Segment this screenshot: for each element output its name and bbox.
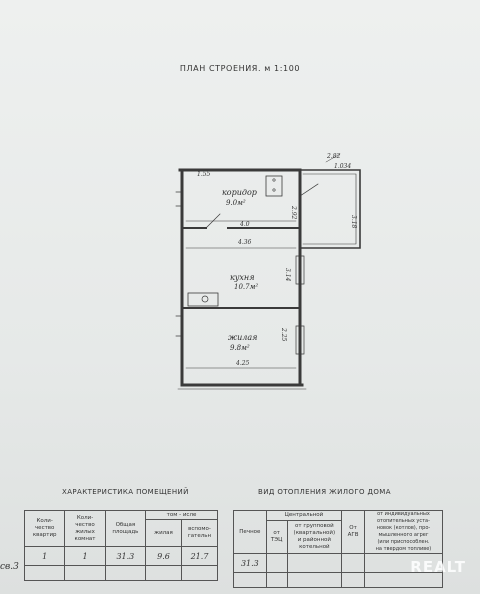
table-header: вспомо- гательн [181, 519, 218, 547]
table-header: От АГВ [341, 510, 365, 554]
dim-label: 1.034 [334, 163, 351, 170]
room-name-corridor: коридор [222, 188, 257, 197]
heating-type-table: Печное Центральной От АГВ от индивидуаль… [233, 509, 444, 588]
table-header: Коли- чество жилых комнат [64, 510, 106, 547]
room-name-living: жилая [228, 333, 257, 342]
table-cell: 1 [64, 546, 106, 566]
dim-label: 4.25 [235, 360, 250, 367]
table-header: Центральной [265, 509, 343, 522]
dim-label: 4.36 [237, 239, 252, 246]
rooms-characteristics-table: Коли- чество квартир Коли- чество жилых … [23, 510, 218, 581]
table-cell [265, 553, 288, 573]
table-header: от групповой (квартальной) и районной ко… [286, 520, 343, 554]
table-cell: 9.6 [145, 546, 182, 566]
table-cell: 31.3 [233, 553, 267, 573]
section-title-heating: ВИД ОТОПЛЕНИЯ ЖИЛОГО ДОМА [258, 488, 391, 496]
table-cell: 21.7 [181, 546, 218, 566]
room-area-living: 9.8м² [230, 344, 250, 352]
table-header: Коли- чество квартир [23, 510, 66, 547]
table-cell [341, 553, 365, 573]
dim-label: 2.92 [290, 205, 297, 220]
table-header: Общая площадь [104, 510, 147, 547]
dim-label: 3.18 [350, 215, 357, 229]
dim-label: 4.0 [239, 221, 250, 228]
table-header: жилая [145, 519, 182, 547]
table-header: Печное [233, 510, 267, 554]
dim-label: 2.82 [326, 153, 341, 160]
dim-label: 2.25 [280, 327, 287, 342]
table-header: от ТЭЦ [265, 520, 288, 554]
room-name-kitchen: кухня [230, 273, 255, 282]
watermark: REALT [410, 558, 466, 576]
table-cell: 1 [23, 546, 66, 566]
table-cell [286, 553, 343, 573]
table-cell: 31.3 [104, 546, 147, 566]
section-title-rooms: ХАРАКТЕРИСТИКА ПОМЕЩЕНИЙ [62, 488, 189, 496]
room-area-corridor: 9.0м² [226, 199, 246, 207]
dim-label: 1.55 [197, 171, 211, 178]
room-area-kitchen: 10.7м² [234, 283, 258, 291]
plan-title: ПЛАН СТРОЕНИЯ. м 1:100 [179, 64, 301, 73]
table-header: от индивидуальных отопительных уста- нов… [363, 510, 444, 554]
dim-label: 3.14 [284, 268, 291, 282]
table-header: том - исле [145, 510, 218, 520]
row-marker: св.3 [0, 562, 19, 572]
